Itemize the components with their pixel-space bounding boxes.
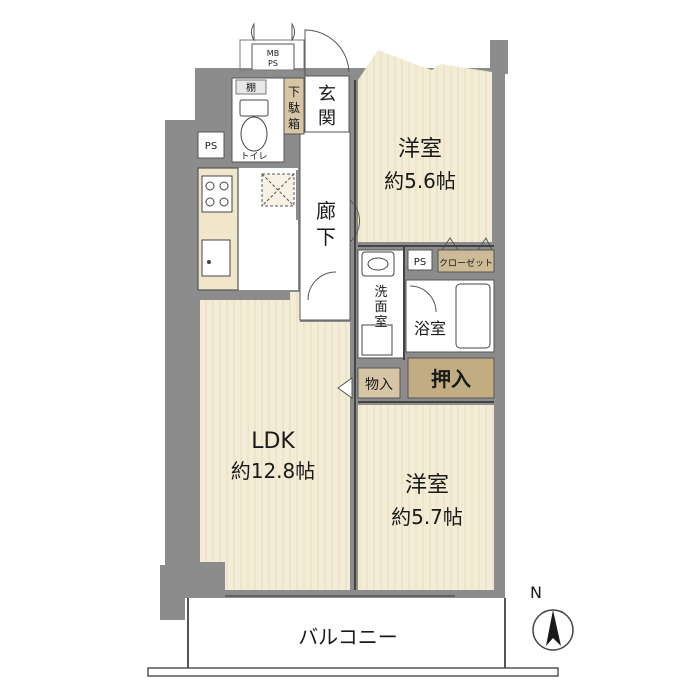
- closet: [437, 249, 495, 273]
- closet-label: クローゼット: [439, 257, 493, 269]
- storage-label: 物入: [365, 377, 393, 393]
- meter-box-label-1: MB: [267, 49, 279, 58]
- corridor-label-2: 下: [316, 225, 336, 249]
- door-arc-room1: [349, 199, 360, 243]
- entrance[interactable]: [304, 75, 350, 133]
- storage: [357, 367, 401, 399]
- sink-icon: [201, 239, 231, 277]
- north-compass-icon: N: [530, 583, 574, 651]
- western-room-1-name: 洋室: [398, 137, 442, 162]
- ldk-room[interactable]: [200, 292, 350, 590]
- meter-box-label-2: PS: [268, 59, 278, 68]
- western-room-2-name: 洋室: [405, 473, 449, 498]
- western-room-1-size: 約5.6帖: [384, 169, 456, 193]
- entrance-label-1: 玄: [318, 84, 336, 105]
- ldk-size-label: 約12.8帖: [231, 459, 316, 483]
- bathroom-label: 浴室: [414, 319, 446, 338]
- door-arc-ldk: [307, 271, 337, 301]
- western-room-1[interactable]: [358, 50, 492, 242]
- shoe-box-label-3: 箱: [288, 116, 300, 131]
- north-label: N: [530, 583, 542, 602]
- shoe-box-label-1: 下: [288, 85, 300, 99]
- corridor-label-1: 廊: [316, 199, 336, 223]
- stove-icon: [201, 175, 233, 213]
- meter-box: [251, 43, 295, 71]
- closet-large: [407, 357, 495, 399]
- washroom-label-1: 洗: [374, 285, 387, 300]
- washroom-label-3: 室: [374, 314, 387, 330]
- washbasin-icon: [361, 251, 395, 277]
- shelf: [235, 79, 267, 95]
- shelf-label: 棚: [246, 81, 256, 94]
- ldk-name-label: LDK: [251, 429, 295, 454]
- bathtub-icon: [455, 283, 491, 349]
- balcony-label: バルコニー: [298, 625, 398, 649]
- western-room-2[interactable]: [358, 405, 494, 590]
- toilet-label: トイレ: [240, 152, 267, 162]
- interior-walls: [354, 80, 494, 590]
- closet-large-label: 押入: [431, 367, 471, 391]
- pipe-space-1: [197, 131, 225, 159]
- washer-pan-icon: [361, 324, 393, 356]
- toilet-tank: [239, 99, 269, 117]
- pipe-space-2-label: PS: [414, 257, 426, 268]
- corridor[interactable]: [299, 131, 351, 321]
- shoe-box-label-2: 駄: [288, 100, 300, 115]
- pipe-space-1-label: PS: [205, 141, 217, 152]
- toilet-bowl-icon: [240, 116, 268, 152]
- entrance-label-2: 関: [318, 108, 336, 129]
- washroom-label-2: 面: [374, 300, 387, 315]
- pipe-space-2: [407, 249, 433, 271]
- western-room-2-size: 約5.7帖: [391, 505, 463, 529]
- balcony: [147, 595, 559, 677]
